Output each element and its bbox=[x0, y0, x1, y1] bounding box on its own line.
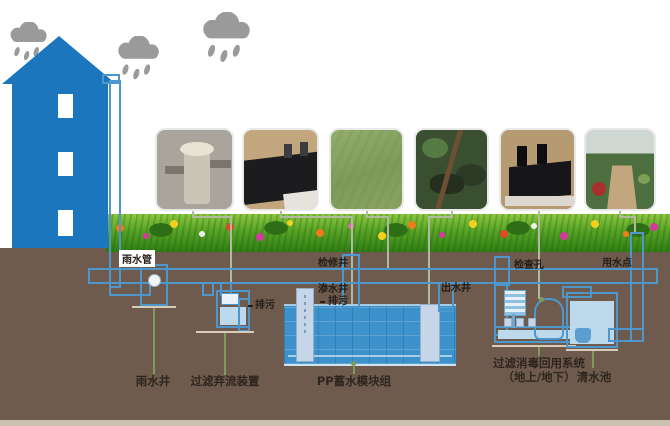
connector-dot bbox=[539, 297, 544, 302]
filter-drop-pipe bbox=[512, 314, 515, 328]
pool-pump bbox=[575, 328, 591, 343]
water-use-riser bbox=[630, 232, 644, 342]
rainwater-well-caption: 雨水井 bbox=[135, 374, 171, 388]
photo-connector bbox=[280, 216, 353, 218]
inspection-well-label: 检修井 bbox=[318, 258, 348, 269]
downspout-underground-elbow bbox=[109, 282, 151, 296]
label-connector bbox=[224, 333, 226, 375]
drain-label: 排污 bbox=[255, 300, 275, 311]
collector-pipe-line bbox=[288, 355, 452, 357]
diverter-top-elbow bbox=[221, 293, 239, 305]
diverter-inlet-pipe bbox=[202, 282, 214, 296]
inspection-hole-label: 检查孔 bbox=[514, 260, 544, 271]
outlet-well-column bbox=[420, 304, 440, 362]
ground-base-strip bbox=[0, 420, 670, 426]
photo-connector bbox=[192, 211, 194, 217]
clean-pool-caption: 清水池 bbox=[576, 370, 612, 384]
tray-nozzle bbox=[504, 318, 512, 327]
photo-connector bbox=[351, 216, 353, 306]
rain-pipe-label: 雨水管 bbox=[119, 250, 155, 267]
inspection-hole-riser bbox=[494, 256, 510, 286]
overgrown-well-photo bbox=[414, 128, 489, 211]
outlet-well-label: 出水井 bbox=[441, 283, 471, 294]
photo-connector bbox=[619, 211, 621, 217]
well-base-line bbox=[132, 306, 176, 308]
reuse-system-caption-line1: 过滤消毒回用系统 bbox=[493, 356, 585, 370]
building-window bbox=[58, 94, 73, 118]
buried-tank-photo bbox=[242, 128, 319, 211]
connector-dot bbox=[351, 361, 356, 366]
rain-cloud-icon bbox=[118, 36, 159, 80]
garden-photo bbox=[584, 128, 656, 211]
photo-connector bbox=[387, 216, 389, 270]
pool-base-line bbox=[566, 349, 618, 351]
photo-connector bbox=[538, 211, 540, 299]
main-collection-pipe bbox=[88, 268, 658, 284]
photo-connector bbox=[280, 211, 282, 217]
filter-diverter-caption: 过滤弃流装置 bbox=[190, 374, 260, 388]
reuse-system-caption: 过滤消毒回用系统 （地上/地下） bbox=[481, 356, 597, 385]
leader-tick bbox=[248, 305, 253, 307]
lawn-photo bbox=[329, 128, 404, 211]
filter-unit-photo bbox=[155, 128, 234, 211]
photo-connector bbox=[428, 216, 453, 218]
tank-base-line bbox=[284, 364, 456, 366]
pp-module-caption: PP蓄水模块组 bbox=[316, 374, 392, 388]
photo-connector bbox=[230, 216, 232, 290]
building-roof bbox=[2, 36, 116, 84]
diverter-drain-pipe bbox=[238, 298, 250, 332]
drain-label: 排污 bbox=[328, 296, 348, 307]
system-base-line bbox=[492, 345, 576, 347]
seepage-well-label: 渗水井 bbox=[318, 284, 348, 295]
photo-connector bbox=[366, 211, 368, 217]
label-connector bbox=[538, 347, 540, 356]
water-use-point-label: 用水点 bbox=[602, 258, 632, 269]
filter-column bbox=[504, 290, 526, 316]
label-connector bbox=[592, 351, 594, 368]
reuse-system-caption-line2: （地上/地下） bbox=[502, 370, 576, 385]
leader-tick bbox=[320, 301, 325, 303]
building-window bbox=[58, 210, 73, 236]
gutter-elbow bbox=[102, 74, 120, 84]
photo-connector bbox=[192, 216, 232, 218]
tray-nozzle bbox=[528, 318, 536, 327]
inspection-well-riser bbox=[342, 254, 360, 308]
building-window bbox=[58, 152, 73, 176]
photo-connector bbox=[634, 216, 636, 234]
label-connector bbox=[153, 308, 155, 374]
rain-cloud-icon bbox=[203, 12, 250, 62]
tray-nozzle bbox=[516, 318, 524, 327]
disinfection-tank bbox=[534, 298, 564, 340]
clean-water-pool bbox=[566, 292, 618, 348]
photo-connector bbox=[428, 216, 430, 304]
float-ball bbox=[148, 274, 161, 287]
device-base-line bbox=[196, 331, 254, 333]
photo-connector bbox=[366, 216, 389, 218]
downspout-pipe bbox=[109, 80, 121, 288]
photo-connector bbox=[619, 216, 636, 218]
seepage-well-column bbox=[296, 288, 314, 362]
treatment-tank-photo bbox=[499, 128, 576, 211]
outlet-well-riser bbox=[438, 282, 454, 312]
photo-connector bbox=[451, 211, 453, 217]
label-connector bbox=[353, 365, 355, 374]
